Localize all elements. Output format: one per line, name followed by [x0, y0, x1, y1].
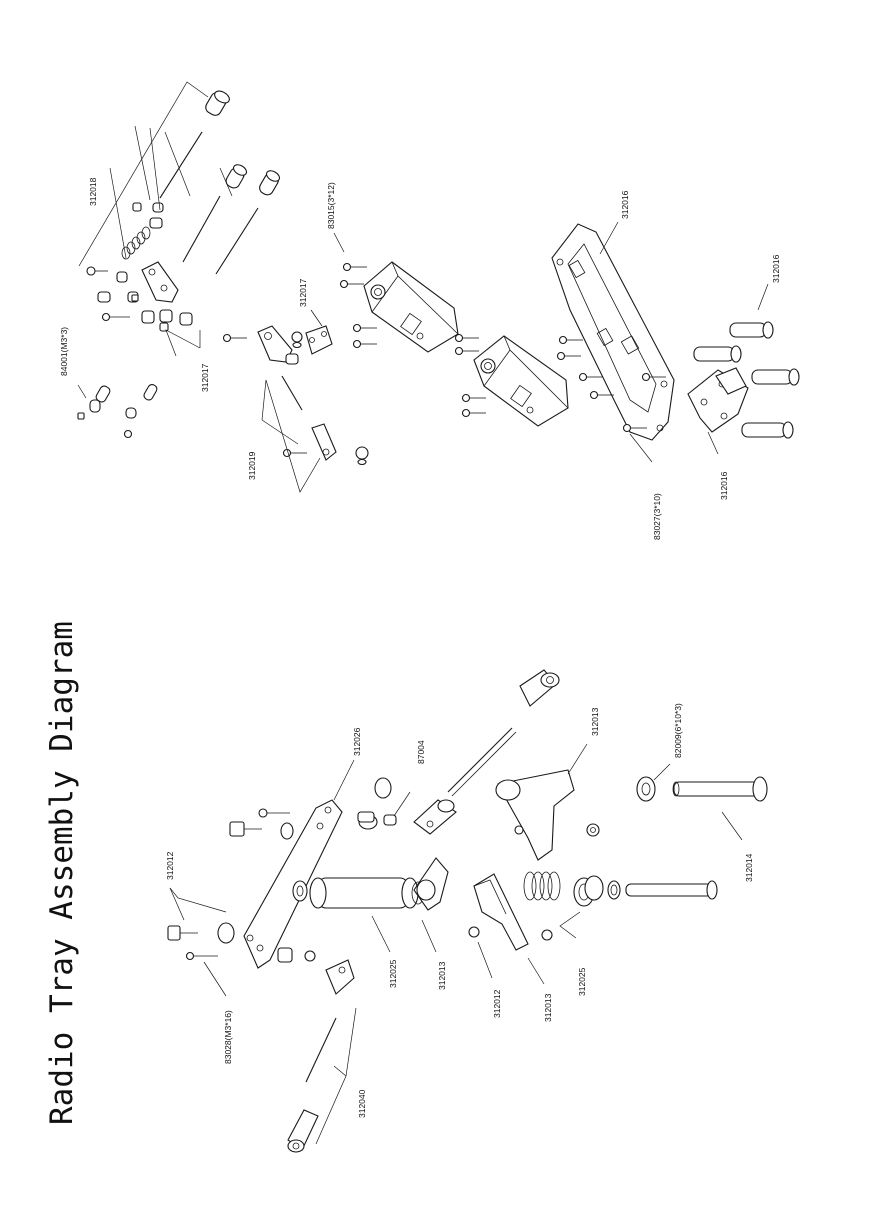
leader-lines-top	[77, 81, 769, 493]
label-312012-top: 312012	[165, 851, 175, 880]
label-312016-bracket: 312016	[719, 471, 729, 500]
label-83027: 83027(3*10)	[652, 493, 662, 540]
post-2	[693, 345, 742, 363]
clamp-lower	[473, 873, 529, 951]
push-rod-mid	[182, 195, 259, 275]
pivot-ball-87004	[357, 777, 397, 830]
small-parts-bottom	[277, 926, 553, 963]
radio-tray-plate	[551, 223, 675, 441]
label-312013-top: 312013	[590, 707, 600, 736]
ball-end-lower-312040	[287, 1109, 319, 1153]
screw-312012	[167, 922, 235, 961]
part-labels: 312018 84001(M3*3) 312017 312017 83015(3…	[59, 177, 781, 1118]
label-312040: 312040	[357, 1089, 367, 1118]
post-1	[729, 321, 774, 339]
rod-end-cap-2	[225, 164, 248, 189]
label-83028: 83028(M3*16)	[223, 1010, 233, 1064]
label-83015: 83015(3*12)	[326, 182, 336, 229]
screw-small-1	[86, 266, 130, 322]
label-312026: 312026	[352, 727, 362, 756]
label-84001: 84001(M3*3)	[59, 327, 69, 376]
label-312025-left: 312025	[388, 959, 398, 988]
linkage-rod-312040	[305, 1017, 337, 1083]
ball-end-link	[519, 669, 560, 707]
bottom-assembly	[167, 669, 768, 1153]
label-312019: 312019	[247, 451, 257, 480]
label-312016-plate: 312016	[620, 190, 630, 219]
label-82009: 82009(6*10*3)	[673, 703, 683, 758]
collar-small	[132, 202, 164, 229]
washer-lower	[607, 880, 621, 900]
shaft-312014	[672, 776, 768, 802]
servo-saver-housing	[495, 769, 575, 861]
label-312016-post: 312016	[771, 254, 781, 283]
ball-link-upper	[257, 325, 303, 365]
label-312017-mid: 312017	[298, 278, 308, 307]
shaft-lower	[625, 880, 718, 900]
threaded-rod-short	[281, 375, 303, 411]
ball-end-upper-312040	[325, 959, 355, 995]
nut-saver	[573, 875, 604, 907]
leader-lines-bottom	[169, 743, 743, 1145]
push-rod-long	[159, 131, 203, 199]
label-312014: 312014	[744, 853, 754, 882]
threaded-rod	[447, 727, 517, 797]
bushing-set-left	[77, 383, 158, 439]
nut-small	[586, 823, 600, 837]
screws-middle	[222, 262, 486, 458]
ball-link-lower	[311, 423, 369, 466]
servo-lower	[473, 335, 569, 427]
label-312018-top: 312018	[88, 177, 98, 206]
saver-spring	[523, 871, 561, 901]
post-4	[741, 421, 794, 439]
screws-plate	[556, 335, 666, 433]
sleeve-312025	[309, 877, 425, 909]
label-312012-bottom: 312012	[492, 989, 502, 1018]
rod-end-cap-1	[205, 90, 230, 116]
servo-upper	[363, 261, 459, 353]
washer-left	[292, 880, 308, 902]
label-87004: 87004	[416, 740, 426, 764]
rod-end-cap-3	[259, 170, 281, 196]
washer-82009	[636, 776, 656, 802]
label-312013-mid: 312013	[437, 961, 447, 990]
screws-arm	[229, 808, 294, 840]
servo-saver-arm	[141, 261, 179, 303]
rod-end	[413, 799, 457, 835]
diagram-title: Radio Tray Assembly Diagram	[44, 621, 80, 1125]
mount-bracket	[687, 367, 749, 433]
label-312013-bottom: 312013	[543, 993, 553, 1022]
bellcrank-arm	[243, 799, 343, 969]
label-312017-left: 312017	[200, 363, 210, 392]
servo-horn	[305, 325, 333, 355]
spring-coil	[121, 226, 151, 260]
top-assembly	[77, 81, 800, 493]
collar-set	[97, 271, 193, 332]
clamp-upper	[413, 857, 449, 911]
post-3	[751, 368, 800, 386]
label-312025-right: 312025	[577, 967, 587, 996]
